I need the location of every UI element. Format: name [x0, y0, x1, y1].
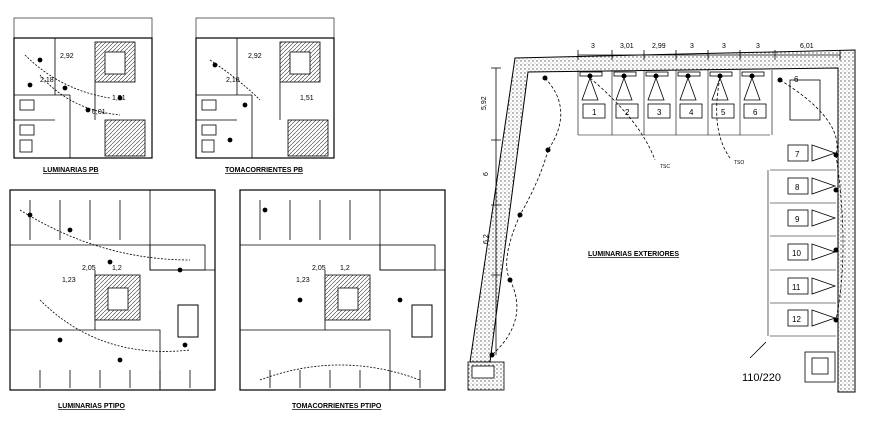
- plan-d-dim-2: 1,2: [340, 265, 350, 272]
- bay-number-8: 8: [795, 183, 800, 192]
- plan-d-title: TOMACORRIENTES PTIPO: [292, 403, 382, 410]
- ext-top-dim-2: 3,01: [620, 43, 634, 50]
- plan-luminarias-pb: [13, 17, 153, 159]
- plan-a-dim-3: 1,51: [112, 95, 126, 102]
- plan-a-dim-4: 6,01: [92, 109, 106, 116]
- plan-b-dim-2: 2,18: [226, 77, 240, 84]
- plan-a-dim-1: 2,92: [60, 53, 74, 60]
- plan-b-dim-3: 1,51: [300, 95, 314, 102]
- plan-b-dim-1: 2,92: [248, 53, 262, 60]
- bay-number-10: 10: [792, 249, 801, 258]
- bay-number-11: 11: [792, 283, 801, 292]
- bay-number-6: 6: [753, 108, 758, 117]
- exterior-column-numbers: 7 8 9 10 11 12: [792, 150, 801, 324]
- ext-left-dim-2: 6: [483, 172, 490, 176]
- ext-top-dim-6: 3: [756, 43, 760, 50]
- plan-a-dim-2: 2,18: [40, 77, 54, 84]
- bay-number-7: 7: [795, 150, 800, 159]
- bay-number-4: 4: [689, 108, 694, 117]
- sheet-number: 110/220: [742, 372, 781, 384]
- ext-top-dim-5: 3: [722, 43, 726, 50]
- plan-c-title: LUMINARIAS PTIPO: [58, 403, 125, 410]
- plan-b-title: TOMACORRIENTES PB: [225, 167, 303, 174]
- ext-top-dim-4: 3: [690, 43, 694, 50]
- bay-number-5: 5: [721, 108, 726, 117]
- ext-top-dim-3: 2,99: [652, 43, 666, 50]
- exterior-row-numbers: 1 2 3 4 5 6: [592, 108, 758, 117]
- bay-number-12: 12: [792, 315, 801, 324]
- ext-top-dim-1: 3: [591, 43, 595, 50]
- exterior-title: LUMINARIAS EXTERIORES: [588, 251, 679, 258]
- ext-left-dim-1: 5,92: [481, 96, 488, 110]
- ext-left-dim-3: 6,2: [483, 234, 490, 244]
- plan-c-dim-2: 1,2: [112, 265, 122, 272]
- bay-number-2: 2: [625, 108, 630, 117]
- plan-a-title: LUMINARIAS PB: [43, 167, 99, 174]
- bay-number-9: 9: [795, 215, 800, 224]
- ext-top-dim-7: 6,01: [800, 43, 814, 50]
- bay-number-1: 1: [592, 108, 597, 117]
- plan-c-dim-1: 2,05: [82, 265, 96, 272]
- plan-tomacorrientes-pb: [195, 17, 335, 159]
- exterior-left-dims: 5,92 6 6,2: [481, 96, 490, 244]
- circuit-label-tso: TSO: [734, 160, 744, 166]
- plan-d-dim-3: 1,23: [296, 277, 310, 284]
- bay-number-3: 3: [657, 108, 662, 117]
- plan-luminarias-exteriores: [467, 49, 856, 393]
- corner-bay-number: 6: [794, 75, 799, 84]
- plan-c-dim-3: 1,23: [62, 277, 76, 284]
- exterior-top-dims: 3 3,01 2,99 3 3 3 6,01: [591, 43, 814, 50]
- plan-tomacorrientes-ptipo: [239, 189, 446, 391]
- plan-d-dim-1: 2,05: [312, 265, 326, 272]
- circuit-label-tsc: TSC: [660, 164, 670, 170]
- plan-luminarias-ptipo: [9, 189, 216, 391]
